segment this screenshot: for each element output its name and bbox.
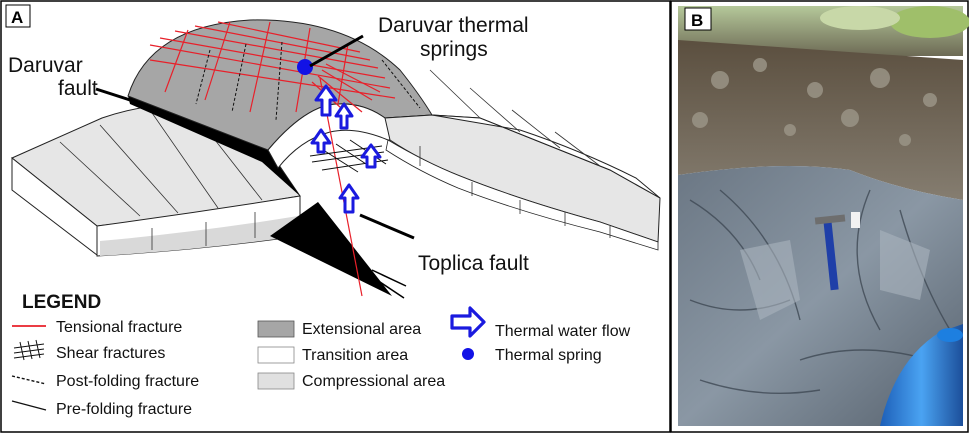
- shear-fractures: [309, 139, 389, 173]
- panel-a-label-box: [5, 4, 31, 28]
- left-limb-front-lines: [151, 212, 256, 250]
- daruvar-fault-leader: [95, 87, 131, 102]
- daruvar-fault-label-1: Daruvar: [8, 54, 83, 77]
- thermal-water-flow-arrows: [310, 84, 382, 214]
- legend-transition-label: Transition area: [302, 347, 408, 364]
- right-limb-front-lines: [419, 146, 611, 238]
- white-box-icon: [257, 346, 295, 364]
- blue-arrow-icon: [450, 306, 486, 338]
- dashed-line-icon: [11, 375, 47, 385]
- legend-tensional-label: Tensional fracture: [56, 319, 182, 336]
- toplica-fault-label: Toplica fault: [418, 252, 529, 275]
- right-block-top: [431, 114, 661, 199]
- daruvar-fault-label-2: fault: [58, 77, 98, 100]
- legend-shear-label: Shear fractures: [56, 345, 165, 362]
- flow-arrow-icon: [334, 102, 354, 130]
- light-grey-box-icon: [257, 372, 295, 390]
- panel-a-label: A: [11, 8, 23, 27]
- post-folding-fractures: [195, 41, 421, 121]
- panel-b-label-box: [684, 7, 712, 31]
- crosshatch-icon: [13, 339, 45, 361]
- toplica-fault-leader: [359, 213, 415, 240]
- panel-b-label: B: [691, 11, 703, 30]
- blue-pipe: [880, 324, 963, 426]
- flow-arrow-icon: [338, 183, 360, 214]
- panel-b: B: [670, 0, 969, 433]
- daruvar-fault-plane: [128, 96, 300, 196]
- legend: LEGEND Tensional fracture Shear fracture…: [11, 292, 631, 418]
- right-limb-transition-band: [385, 139, 659, 251]
- legend-title: LEGEND: [22, 292, 101, 313]
- thermal-springs-label-1: Daruvar thermal: [378, 14, 529, 37]
- dark-grey-box-icon: [257, 320, 295, 338]
- fault-slip-arrows: [371, 269, 407, 299]
- left-limb-compressional-band: [100, 216, 298, 256]
- flow-arrow-icon: [360, 143, 382, 169]
- fold-block-diagram: [11, 19, 661, 299]
- thermal-springs-leader: [309, 34, 364, 68]
- panel-a: Daruvar fault Daruvar thermal springs To…: [0, 0, 671, 433]
- left-limb-prefolding-lines: [59, 107, 263, 217]
- right-prefolding-lines: [429, 69, 601, 167]
- field-photo: [678, 6, 969, 426]
- legend-postfolding-label: Post-folding fracture: [56, 373, 199, 390]
- thin-line-icon: [11, 400, 47, 411]
- thermal-springs-label-2: springs: [420, 38, 488, 61]
- legend-compressional-label: Compressional area: [302, 373, 445, 390]
- flow-arrow-icon: [314, 84, 338, 117]
- geological-hammer: [814, 214, 846, 291]
- legend-flow-label: Thermal water flow: [495, 323, 631, 340]
- legend-prefolding-label: Pre-folding fracture: [56, 401, 192, 418]
- toplica-fault-plane: [270, 202, 392, 296]
- thermal-spring-dot-icon: [297, 59, 313, 75]
- sample-tag: [851, 212, 860, 228]
- legend-spring-label: Thermal spring: [495, 347, 602, 364]
- legend-extensional-label: Extensional area: [302, 321, 421, 338]
- blue-dot-icon: [462, 348, 474, 360]
- flow-arrow-icon: [310, 128, 332, 154]
